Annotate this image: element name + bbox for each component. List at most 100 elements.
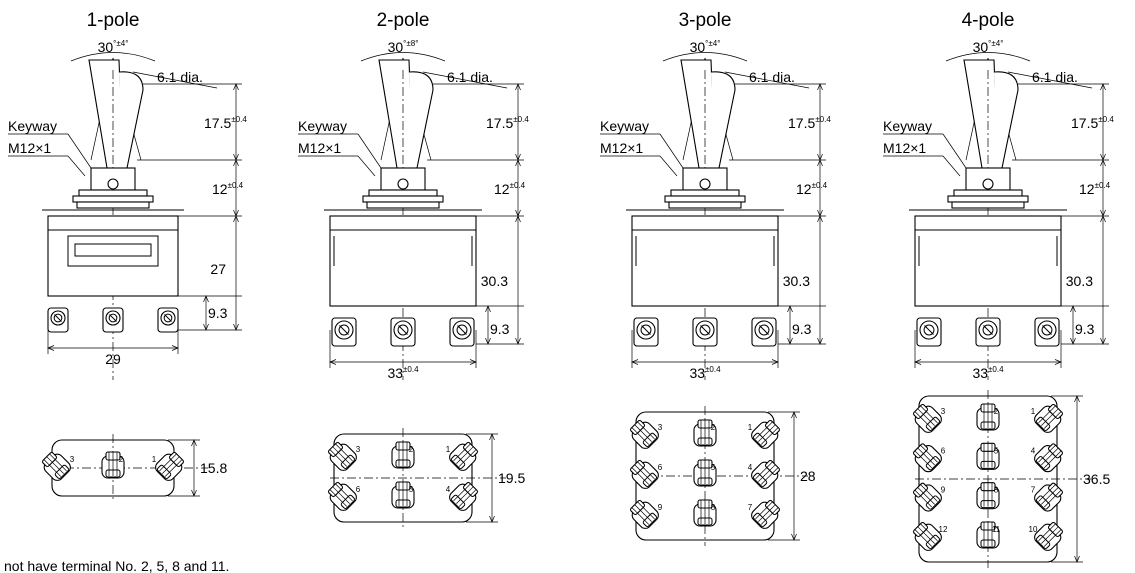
bottom-height-label: 28 bbox=[800, 468, 816, 484]
thread-leader bbox=[67, 155, 86, 177]
terminal-number-1: 1 bbox=[446, 445, 451, 454]
dim-width-arrow-left bbox=[47, 345, 55, 351]
terminal-rib bbox=[634, 504, 652, 522]
screw-slot bbox=[1042, 325, 1052, 335]
terminal-7 bbox=[1034, 482, 1063, 512]
terminal-rib bbox=[637, 421, 655, 440]
terminal-rib bbox=[920, 444, 938, 463]
angle-arc bbox=[945, 52, 1031, 62]
dim-lever-length-arrow-top bbox=[1100, 83, 1106, 91]
screw-washer bbox=[923, 324, 935, 336]
dim-body-height-arrow-bottom bbox=[817, 337, 823, 345]
lever bbox=[378, 59, 414, 169]
terminal-number-1: 1 bbox=[152, 455, 157, 464]
nut-bottom bbox=[76, 201, 150, 209]
terminal-base bbox=[395, 499, 411, 508]
terminal-base bbox=[340, 494, 355, 509]
bushing-label: 12±0.4 bbox=[494, 181, 526, 197]
terminal-3 bbox=[42, 452, 71, 481]
body-height-label: 27 bbox=[210, 261, 226, 277]
terminal-rib bbox=[755, 501, 773, 520]
nut-bottom bbox=[668, 201, 742, 209]
dim-width-arrow-right bbox=[771, 359, 779, 365]
dim-bottom-height-arrow-bottom bbox=[489, 515, 495, 523]
keyway-leader bbox=[67, 133, 92, 169]
dim-width-arrow-right bbox=[1054, 359, 1062, 365]
thread-label: M12×1 bbox=[298, 140, 341, 156]
terminal-5 bbox=[976, 442, 1000, 470]
terminal-number-11: 11 bbox=[992, 525, 1001, 534]
dim-terminal-height-arrow-bottom bbox=[485, 337, 491, 345]
terminal-number-5: 5 bbox=[409, 485, 414, 494]
width-label: 33±0.4 bbox=[972, 365, 1004, 381]
terminal-rib bbox=[1043, 489, 1062, 508]
tip-diameter-leader bbox=[724, 71, 810, 89]
tip-diameter-label: 6.1 dia. bbox=[749, 69, 795, 85]
dim-width-arrow-right bbox=[171, 345, 179, 351]
lever-pivot bbox=[699, 178, 711, 190]
terminal-rib bbox=[920, 484, 938, 502]
screw-slot bbox=[398, 325, 408, 335]
bushing-label: 12±0.4 bbox=[1079, 181, 1111, 197]
lever-alt-position bbox=[118, 71, 144, 169]
screw-slot bbox=[54, 314, 62, 322]
screw-slot bbox=[700, 325, 710, 335]
terminal-12 bbox=[913, 522, 942, 551]
terminal-rib bbox=[1038, 523, 1056, 542]
terminal-base bbox=[642, 432, 657, 447]
terminal-base bbox=[105, 469, 121, 478]
screw-slot bbox=[641, 325, 651, 335]
view-title: 1-pole bbox=[87, 10, 140, 31]
screw-slot bbox=[924, 325, 934, 335]
dim-body-height-arrow-bottom bbox=[515, 337, 521, 345]
terminal-rib bbox=[760, 507, 779, 525]
screw-slot bbox=[983, 325, 993, 335]
angle-label: 30°±4° bbox=[973, 39, 1004, 55]
view-title: 4-pole bbox=[962, 10, 1015, 31]
dim-bushing-arrow-top bbox=[233, 159, 239, 167]
lever-length-label: 17.5±0.4 bbox=[486, 115, 529, 131]
terminal-8 bbox=[693, 499, 717, 527]
screw-washer bbox=[163, 313, 173, 323]
nut-top bbox=[78, 189, 148, 197]
terminal-number-5: 5 bbox=[994, 446, 999, 455]
screw-washer bbox=[397, 324, 409, 336]
dim-bottom-height-arrow-top bbox=[191, 439, 197, 447]
nut-washer bbox=[664, 195, 746, 203]
terminal-base bbox=[925, 495, 940, 510]
body-height-label: 30.3 bbox=[783, 273, 810, 289]
body-window-inner bbox=[74, 243, 152, 257]
dim-terminal-height-arrow-bottom bbox=[787, 337, 793, 345]
lever-alt-position bbox=[993, 71, 1019, 169]
terminal-rib bbox=[43, 459, 62, 477]
terminal-height-label: 9.3 bbox=[792, 321, 812, 337]
dim-bottom-height-arrow-bottom bbox=[791, 533, 797, 541]
dim-bottom-height-arrow-top bbox=[1074, 395, 1080, 403]
screw-washer bbox=[1041, 324, 1053, 336]
lever bbox=[963, 59, 999, 169]
dim-body-height-arrow-bottom bbox=[1100, 337, 1106, 345]
terminal-6 bbox=[630, 460, 659, 489]
terminal-number-4: 4 bbox=[748, 463, 753, 472]
dim-width-arrow-left bbox=[914, 359, 922, 365]
terminal-number-3: 3 bbox=[941, 407, 946, 416]
nut-bottom bbox=[951, 201, 1025, 209]
keyway-leader bbox=[357, 133, 382, 169]
terminal-rib bbox=[1041, 408, 1059, 426]
terminal-base bbox=[925, 456, 940, 471]
terminal-rib bbox=[453, 483, 471, 502]
switch-body bbox=[914, 215, 1062, 307]
terminal-base bbox=[980, 539, 996, 548]
terminal-rib bbox=[335, 483, 353, 502]
terminal-rib bbox=[631, 507, 650, 525]
terminal-rib bbox=[760, 467, 779, 485]
lever-pivot bbox=[107, 178, 119, 190]
keyway-label: Keyway bbox=[298, 118, 347, 134]
terminal-number-10: 10 bbox=[1029, 525, 1038, 534]
dim-lever-length-arrow-top bbox=[515, 83, 521, 91]
dim-width-arrow-right bbox=[469, 359, 477, 365]
terminal-4 bbox=[751, 460, 780, 489]
terminal-rib bbox=[758, 464, 776, 482]
